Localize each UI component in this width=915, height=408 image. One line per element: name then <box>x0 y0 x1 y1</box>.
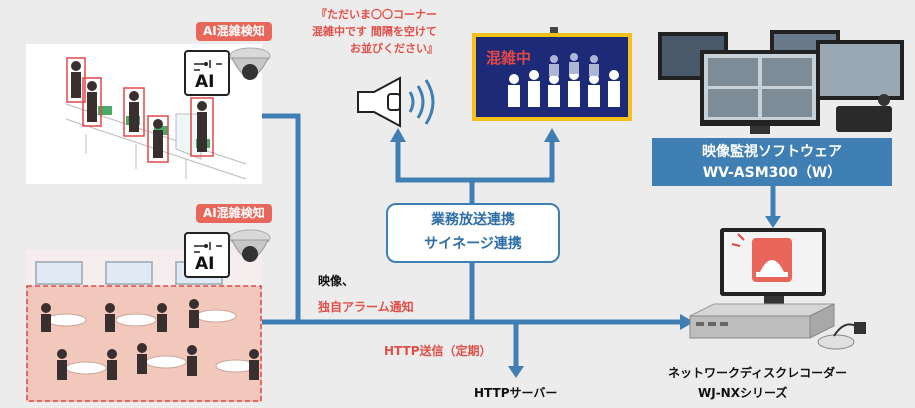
announcement-line-2: 混雑中です 間隔を空けて <box>312 25 437 38</box>
ai-detect-badge-bottom: AI混雑検知 <box>196 204 272 223</box>
factory-scene <box>26 44 262 184</box>
http-server-label: HTTPサーバー <box>474 386 558 400</box>
signage-mount <box>550 27 558 33</box>
software-line-1: 映像監視ソフトウェア <box>702 144 842 160</box>
alarm-monitor <box>720 228 826 296</box>
announcement-line-3: お並びください』 <box>350 42 438 55</box>
factory-line-illustration <box>65 57 247 180</box>
ai-chip-icon-bottom: AI <box>184 232 230 278</box>
software-box: 映像監視ソフトウェア WV-ASM300（W） <box>652 138 892 186</box>
signage-crowded-label: 混雑中 <box>486 49 532 67</box>
circuit-icon <box>194 242 222 253</box>
disk-recorder-icon <box>689 303 866 350</box>
loudspeaker-icon <box>357 76 435 128</box>
linkage-line-2: サイネージ連携 <box>424 236 522 252</box>
digital-signage: 混雑中 <box>472 33 632 121</box>
announcement-line-1: 『ただいま〇〇コーナー <box>316 8 437 21</box>
circuit-icon <box>194 60 222 71</box>
linkage-box: 業務放送連携 サイネージ連携 <box>386 203 560 263</box>
linkage-line-1: 業務放送連携 <box>431 212 515 228</box>
ai-label-top: AI <box>195 72 215 92</box>
stream-label-alarm: 独自アラーム通知 <box>318 300 414 314</box>
ai-chip-icon-top: AI <box>184 50 230 96</box>
alarm-screen <box>724 232 822 292</box>
surveillance-monitors-icon <box>658 30 904 134</box>
http-send-label: HTTP送信（定期） <box>384 344 492 358</box>
ai-detect-badge-top: AI混雑検知 <box>196 22 272 41</box>
software-line-2: WV-ASM300（W） <box>702 165 842 181</box>
stream-label-video: 映像、 <box>318 274 355 288</box>
alarm-light-icon <box>731 233 792 282</box>
ai-label-bottom: AI <box>195 254 215 274</box>
crowd-icons <box>508 53 620 107</box>
dome-camera-icon-top <box>229 47 271 80</box>
recorder-line-2: WJ-NXシリーズ <box>698 386 788 400</box>
alarm-monitor-stand <box>764 296 784 306</box>
dome-camera-icon-bottom <box>229 229 271 262</box>
recorder-line-1: ネットワークディスクレコーダー <box>668 366 848 380</box>
